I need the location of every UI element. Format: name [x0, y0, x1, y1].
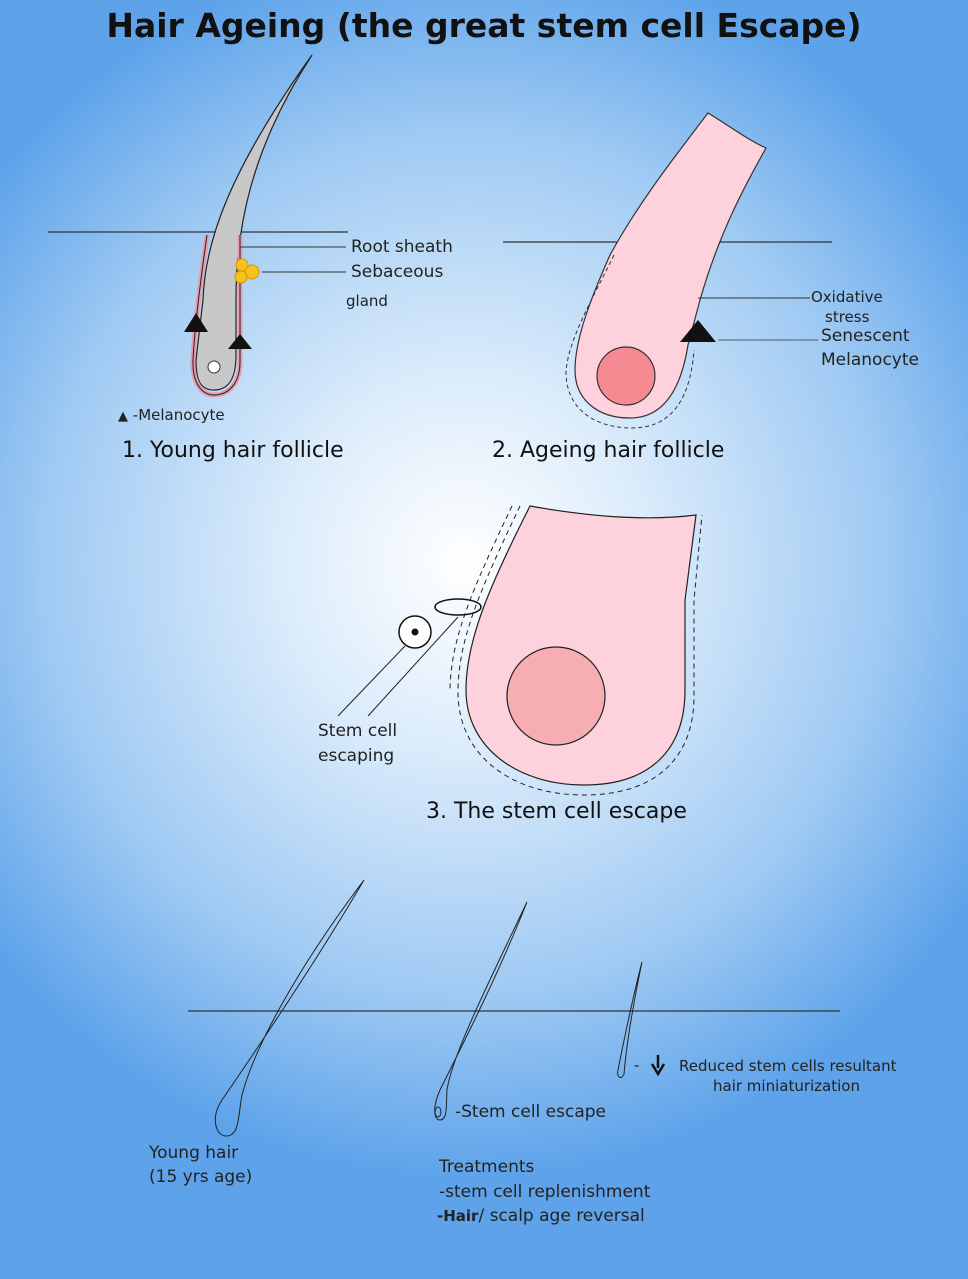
page-title: Hair Ageing (the great stem cell Escape) — [0, 6, 968, 45]
young-hair-strand — [215, 880, 364, 1136]
treatment-hair-bold: -Hair — [437, 1207, 478, 1225]
triangle-icon: ▲ — [118, 409, 128, 424]
escape-hair-bulb — [435, 1107, 441, 1117]
young-follicle-caption: 1. Young hair follicle — [122, 438, 344, 463]
melanocyte-label: Melanocyte — [821, 350, 919, 370]
dermal-papilla — [208, 361, 220, 373]
reduced-dash: - — [634, 1056, 639, 1074]
stem-cell-label: Stem cell — [318, 721, 397, 741]
treatment-replenishment: -stem cell replenishment — [439, 1182, 650, 1202]
senescent-label: Senescent — [821, 326, 910, 346]
treatment-age-reversal: -Hair/ scalp age reversal — [437, 1206, 645, 1226]
melanocyte-legend: ▲ -Melanocyte — [118, 406, 225, 424]
stem-escape-label: -Stem cell escape — [455, 1102, 606, 1122]
treatment-reversal-text: / scalp age reversal — [478, 1206, 644, 1226]
sebaceous-label: Sebaceous — [351, 262, 443, 282]
stress-label: stress — [825, 308, 869, 326]
stem-cell-nucleus — [412, 629, 419, 636]
ageing-dermal-papilla — [597, 347, 655, 405]
stem-cell-leader-1 — [338, 646, 405, 716]
melanocyte-legend-text: -Melanocyte — [133, 406, 225, 424]
ageing-follicle-caption: 2. Ageing hair follicle — [492, 438, 724, 463]
root-sheath-label: Root sheath — [351, 237, 453, 257]
young-follicle-illustration — [48, 55, 348, 395]
treatments-heading: Treatments — [439, 1157, 534, 1177]
reduced-line-2: hair miniaturization — [713, 1077, 860, 1095]
escaping-label: escaping — [318, 746, 394, 766]
young-hair-label: Young hair — [149, 1143, 238, 1163]
stem-escape-caption: 3. The stem cell escape — [426, 799, 687, 824]
young-hair-age-label: (15 yrs age) — [149, 1167, 252, 1187]
escaping-cell-outline — [435, 599, 481, 615]
down-arrow-icon — [652, 1055, 664, 1074]
escape-dermal-papilla — [507, 647, 605, 745]
ageing-follicle-illustration — [503, 113, 832, 428]
oxidative-label: Oxidative — [811, 288, 883, 306]
reduced-line-1: Reduced stem cells resultant — [679, 1057, 897, 1075]
gland-label: gland — [346, 292, 388, 310]
hair-progression-illustration — [188, 880, 840, 1136]
sebaceous-gland-icon — [235, 259, 259, 283]
hair-shaft — [196, 55, 312, 390]
